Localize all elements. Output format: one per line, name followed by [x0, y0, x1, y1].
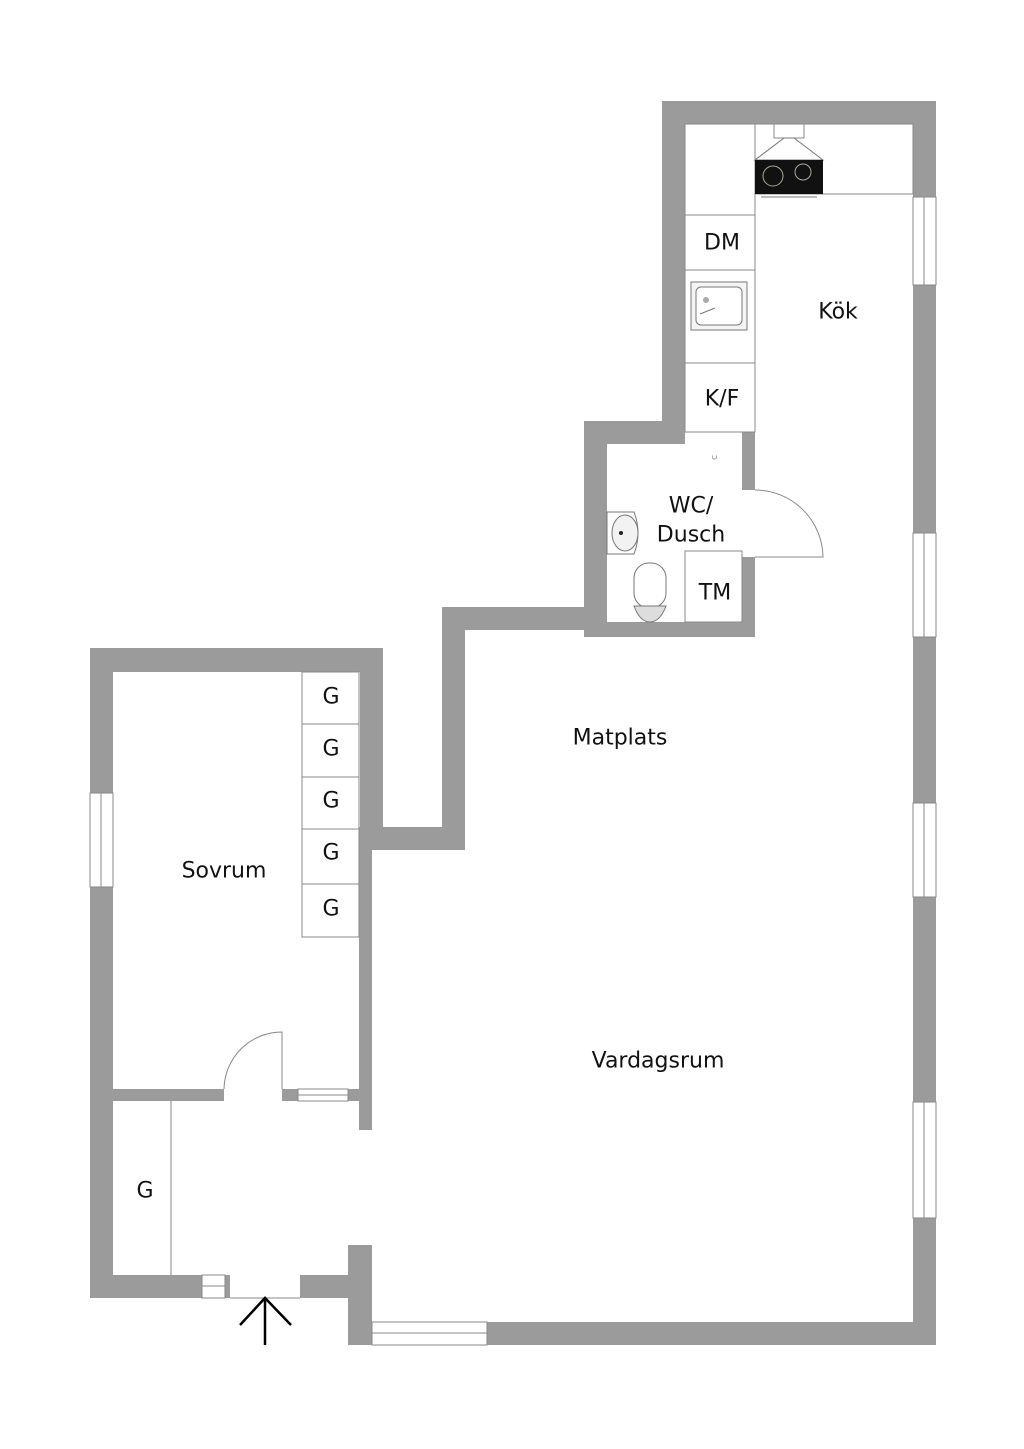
room-label-wc: WC/Dusch — [657, 492, 725, 549]
door-swing-icon — [754, 489, 824, 558]
wardrobe-label: G — [322, 896, 340, 922]
entrance-arrow-icon — [239, 1296, 292, 1345]
wc-line1: WC/ — [668, 493, 714, 519]
room-label-bedroom: Sovrum — [181, 858, 267, 884]
wardrobe-label: G — [322, 736, 340, 762]
bedroom-wardrobe — [170, 671, 360, 1275]
svg-text:ↄ: ↄ — [709, 455, 719, 460]
dishwasher-label: DM — [704, 230, 740, 256]
wc-line2: Dusch — [656, 522, 726, 547]
room-label-dining: Matplats — [572, 725, 668, 751]
toilet-icon — [633, 562, 667, 623]
walls — [90, 101, 936, 1345]
wardrobe-label: G — [322, 788, 340, 814]
windows — [89, 196, 937, 1346]
door-swing-icon — [223, 1031, 283, 1090]
kitchen-counter — [684, 123, 914, 433]
room-label-kitchen: Kök — [818, 299, 858, 325]
sink-icon — [690, 281, 748, 331]
wardrobe-label: G — [322, 840, 340, 866]
stove-icon — [753, 123, 825, 198]
fridge-freezer-label: K/F — [704, 386, 740, 412]
hall-wardrobe-label: G — [136, 1178, 154, 1204]
bathroom-fixtures: ↄ — [606, 455, 824, 623]
wardrobe-label: G — [322, 684, 340, 710]
room-label-living: Vardagsrum — [591, 1048, 725, 1074]
washbasin-icon — [606, 511, 639, 555]
washing-machine-label: TM — [698, 580, 732, 606]
